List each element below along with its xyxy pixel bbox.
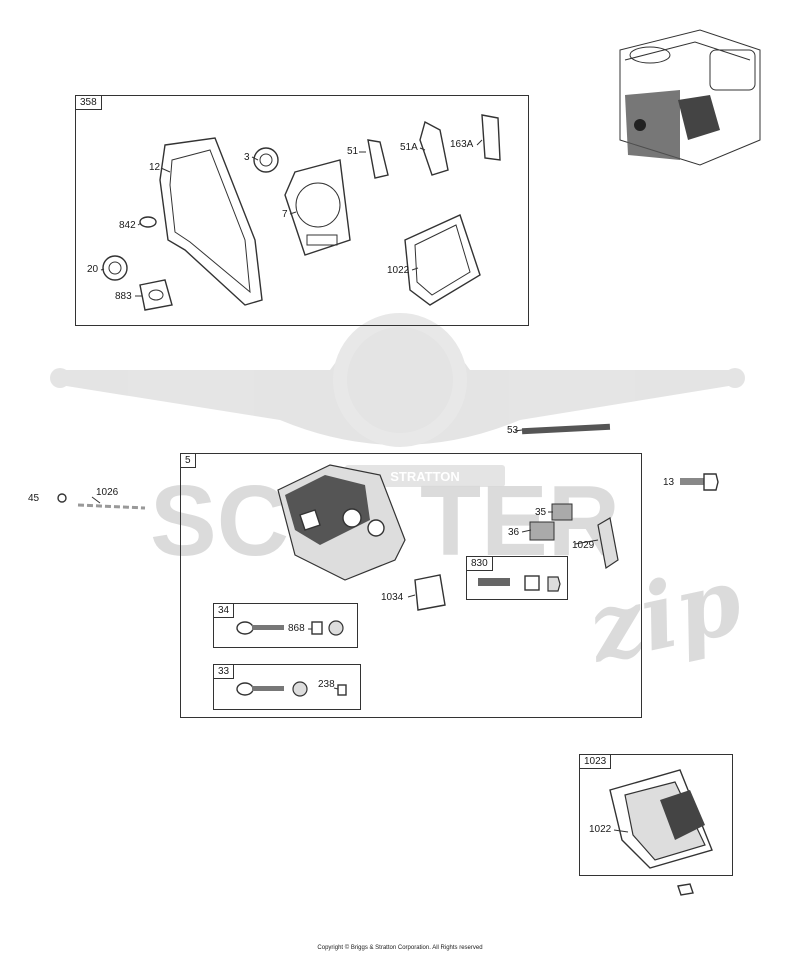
- watermark-wings: [60, 320, 735, 445]
- label-12: 12: [149, 162, 161, 173]
- head-gasket-icon: [284, 159, 351, 256]
- oil-seal-2-inner: [108, 261, 122, 275]
- oil-seal-inner: [259, 153, 273, 167]
- watermark-ribbon-text: STRATTON: [390, 469, 460, 484]
- label-163a: 163A: [450, 139, 474, 150]
- label-53: 53: [507, 425, 519, 436]
- exhaust-valve-box: 34: [213, 603, 358, 648]
- oil-seal-icon: [253, 147, 279, 173]
- label-13: 13: [663, 477, 675, 488]
- label-1034: 1034: [381, 592, 404, 603]
- engine-side-cover-icon: [625, 90, 680, 160]
- label-1022-cover: 1022: [589, 824, 612, 835]
- valve-cap-icon: [311, 621, 323, 635]
- cylinder-head-tag: 5: [181, 454, 196, 468]
- valve-cover-badge-icon: [660, 790, 705, 840]
- intake-retainer-icon: [292, 681, 308, 697]
- cylinder-head-box: 5: [180, 453, 642, 718]
- valve-cover-box: 1023: [579, 754, 733, 876]
- o-ring-icon: [139, 216, 157, 228]
- label-883: 883: [115, 291, 132, 302]
- label-45: 45: [28, 493, 40, 504]
- label-1026: 1026: [96, 487, 119, 498]
- tube-icon: [77, 503, 146, 510]
- engine-top-line: [624, 41, 751, 61]
- stud-icon: [521, 423, 611, 435]
- watermark-right-knob: [725, 368, 745, 388]
- copyright-notice: Copyright © Briggs & Stratton Corporatio…: [317, 945, 483, 951]
- adjuster-nut-icon: [524, 575, 540, 591]
- engine-cap-icon: [629, 46, 671, 64]
- crankcase-gasket-inner: [169, 149, 251, 294]
- label-7: 7: [282, 209, 288, 220]
- engine-shaft-icon: [634, 119, 646, 131]
- rocker-arm-icon: [597, 517, 619, 570]
- valve-keeper-icon: [337, 684, 347, 696]
- valve-port-2-icon: [367, 519, 385, 537]
- exhaust-valve-tag: 34: [214, 604, 235, 618]
- label-20: 20: [87, 264, 99, 275]
- intake-valve-tag: 33: [214, 665, 235, 679]
- engine-head-icon: [678, 95, 720, 140]
- label-3: 3: [244, 152, 250, 163]
- label-51: 51: [347, 146, 359, 157]
- watermark-ribbon: [345, 465, 505, 487]
- rocker-plate-icon: [414, 574, 446, 611]
- label-51a: 51A: [400, 142, 418, 153]
- crankcase-gasket-icon: [159, 137, 263, 306]
- bolt-shank-icon: [680, 478, 706, 485]
- head-gasket-slot: [306, 234, 338, 246]
- valve-retainer-icon: [328, 620, 344, 636]
- intake-gasket-icon: [367, 139, 389, 179]
- carb-gasket-icon: [139, 279, 173, 311]
- valve-cover-gasket-inner: [414, 224, 471, 296]
- engine-outline: [619, 29, 761, 166]
- bolt-head-icon: [703, 473, 719, 491]
- adjuster-nut-2-icon: [547, 576, 561, 592]
- oil-seal-2-icon: [102, 255, 128, 281]
- label-35: 35: [535, 507, 547, 518]
- valve-cover-icon: [624, 781, 706, 861]
- adjuster-kit-tag: 830: [467, 557, 493, 571]
- label-868: 868: [288, 623, 305, 634]
- intake-gasket-a-icon: [419, 120, 449, 176]
- exhaust-valve-stem-icon: [252, 625, 284, 630]
- gasket-set-box: 358: [75, 95, 529, 326]
- cover-screw-icon: [677, 883, 694, 896]
- carb-gasket-hole: [148, 289, 164, 301]
- watermark-emblem-ring: [333, 313, 467, 447]
- intake-valve-stem-icon: [252, 686, 284, 691]
- valve-cover-tag: 1023: [580, 755, 612, 769]
- label-36: 36: [508, 527, 520, 538]
- label-842: 842: [119, 220, 136, 231]
- label-1029: 1029: [572, 540, 595, 551]
- adjuster-screw-icon: [478, 578, 510, 586]
- valve-spring-2-icon: [529, 521, 555, 541]
- valve-port-icon: [342, 508, 362, 528]
- intake-valve-box: 33: [213, 664, 361, 710]
- gasket-set-tag: 358: [76, 96, 102, 110]
- label-238: 238: [318, 679, 335, 690]
- engine-tank-icon: [709, 49, 756, 91]
- exhaust-port-icon: [299, 509, 321, 531]
- head-gasket-bore: [295, 182, 341, 228]
- label-1022-gasket: 1022: [387, 265, 410, 276]
- plug-icon: [57, 493, 67, 503]
- watermark-left-knob: [50, 368, 70, 388]
- exhaust-gasket-icon: [481, 114, 501, 161]
- valve-cover-gasket-icon: [404, 214, 481, 306]
- adjuster-kit-box: 830: [466, 556, 568, 600]
